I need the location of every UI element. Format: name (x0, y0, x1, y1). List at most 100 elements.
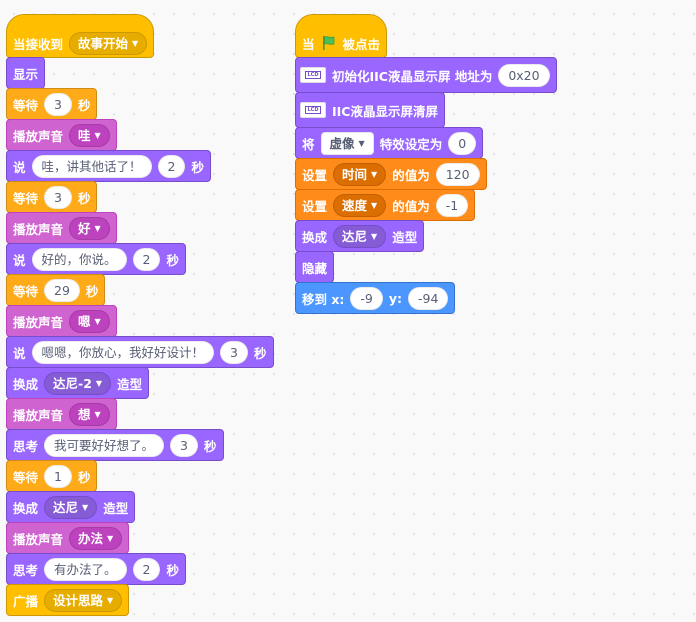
block-label: 将 (302, 136, 315, 152)
wait-block[interactable]: 等待 3 秒 (6, 88, 98, 120)
block-suffix: 秒 (203, 438, 217, 454)
think-for-secs-block[interactable]: 思考 有办法了。 2 秒 (6, 553, 186, 585)
hat-label-clicked: 被点击 (342, 36, 381, 52)
wait-block[interactable]: 等待 3 秒 (6, 181, 98, 213)
effect-value-input[interactable]: 0 (448, 131, 477, 155)
block-suffix: 秒 (77, 469, 91, 485)
dropdown-arrow-icon: ▼ (371, 200, 378, 210)
say-for-secs-block[interactable]: 说 好的，你说。 2 秒 (6, 243, 186, 275)
variable-value-input[interactable]: 120 (435, 162, 480, 186)
block-label: 等待 (13, 97, 39, 113)
block-label: 播放声音 (13, 531, 64, 547)
block-suffix: 造型 (103, 500, 129, 516)
message-input[interactable]: 嗯嗯，你放心，我好好设计！ (31, 340, 215, 364)
block-label: 广播 (13, 593, 39, 609)
block-label: 思考 (13, 438, 39, 454)
seconds-input[interactable]: 2 (132, 247, 161, 271)
block-label: 思考 (13, 562, 39, 578)
address-input[interactable]: 0x20 (498, 63, 550, 87)
block-suffix: 造型 (392, 229, 418, 245)
seconds-input[interactable]: 1 (44, 464, 72, 488)
dropdown-arrow-icon: ▼ (94, 223, 101, 233)
block-label: 等待 (13, 190, 39, 206)
effect-dropdown[interactable]: 虚像▼ (320, 131, 374, 155)
lcd-clear-block[interactable]: IIC液晶显示屏清屏 (295, 92, 445, 128)
set-variable-block[interactable]: 设置 速度▼ 的值为 -1 (295, 189, 476, 221)
sound-dropdown[interactable]: 办法▼ (69, 526, 123, 550)
seconds-input[interactable]: 3 (44, 92, 72, 116)
variable-value-input[interactable]: -1 (435, 193, 469, 217)
message-dropdown[interactable]: 故事开始▼ (69, 31, 148, 55)
wait-block[interactable]: 等待 29 秒 (6, 274, 106, 306)
say-for-secs-block[interactable]: 说 哇，讲其他话了！ 2 秒 (6, 150, 211, 182)
block-suffix: 秒 (85, 283, 99, 299)
dropdown-arrow-icon: ▼ (371, 169, 378, 179)
switch-costume-block[interactable]: 换成 达尼-2▼ 造型 (6, 367, 150, 399)
block-label-2: 特效设定为 (379, 136, 443, 152)
block-label-2: 的值为 (392, 198, 430, 214)
block-suffix: 秒 (166, 252, 179, 268)
set-effect-block[interactable]: 将 虚像▼ 特效设定为 0 (295, 127, 484, 159)
dropdown-arrow-icon: ▼ (95, 378, 103, 388)
block-label: 播放声音 (13, 314, 64, 330)
when-i-receive-hat-block[interactable]: 当接收到 故事开始▼ (6, 14, 155, 58)
x-input[interactable]: -9 (350, 286, 383, 310)
seconds-input[interactable]: 3 (170, 433, 198, 457)
hat-label: 当接收到 (13, 36, 64, 52)
seconds-input[interactable]: 2 (132, 557, 161, 581)
think-for-secs-block[interactable]: 思考 我可要好好想了。 3 秒 (6, 429, 224, 461)
block-suffix: 秒 (253, 345, 267, 361)
sound-dropdown[interactable]: 哇▼ (69, 123, 110, 147)
block-label: 设置 (302, 167, 328, 183)
go-to-xy-block[interactable]: 移到 x: -9 y: -94 (295, 282, 456, 314)
broadcast-dropdown[interactable]: 设计思路▼ (44, 588, 123, 612)
message-input[interactable]: 有办法了。 (44, 557, 127, 581)
sound-dropdown[interactable]: 想▼ (69, 402, 110, 426)
block-suffix: 秒 (191, 159, 204, 175)
broadcast-block[interactable]: 广播 设计思路▼ (6, 584, 130, 616)
play-sound-block[interactable]: 播放声音 想▼ (6, 398, 117, 430)
block-label: 显示 (13, 66, 39, 82)
dropdown-arrow-icon: ▼ (94, 316, 101, 326)
play-sound-block[interactable]: 播放声音 办法▼ (6, 522, 130, 554)
dropdown-arrow-icon: ▼ (371, 231, 378, 241)
seconds-input[interactable]: 2 (157, 154, 186, 178)
seconds-input[interactable]: 29 (44, 278, 80, 302)
block-suffix: 秒 (77, 190, 91, 206)
dropdown-arrow-icon: ▼ (94, 409, 101, 419)
green-flag-icon (322, 36, 334, 50)
block-label: 换成 (13, 500, 39, 516)
sound-dropdown[interactable]: 嗯▼ (69, 309, 110, 333)
wait-block[interactable]: 等待 1 秒 (6, 460, 98, 492)
seconds-input[interactable]: 3 (44, 185, 72, 209)
switch-costume-block[interactable]: 换成 达尼▼ 造型 (6, 491, 136, 523)
hide-block[interactable]: 隐藏 (295, 251, 335, 283)
sound-dropdown[interactable]: 好▼ (69, 216, 110, 240)
play-sound-block[interactable]: 播放声音 哇▼ (6, 119, 117, 151)
lcd-display-icon (300, 102, 326, 118)
block-suffix: 秒 (166, 562, 179, 578)
hat-label: 当 (302, 36, 315, 52)
set-variable-block[interactable]: 设置 时间▼ 的值为 120 (295, 158, 487, 190)
costume-dropdown[interactable]: 达尼▼ (333, 224, 387, 248)
switch-costume-block[interactable]: 换成 达尼▼ 造型 (295, 220, 425, 252)
costume-dropdown[interactable]: 达尼▼ (44, 495, 98, 519)
lcd-init-block[interactable]: 初始化IIC液晶显示屏 地址为 0x20 (295, 57, 557, 93)
y-input[interactable]: -94 (408, 286, 449, 310)
dropdown-arrow-icon: ▼ (107, 595, 114, 605)
play-sound-block[interactable]: 播放声音 好▼ (6, 212, 117, 244)
play-sound-block[interactable]: 播放声音 嗯▼ (6, 305, 117, 337)
say-for-secs-block[interactable]: 说 嗯嗯，你放心，我好好设计！ 3 秒 (6, 336, 274, 368)
block-label: 播放声音 (13, 221, 64, 237)
show-block[interactable]: 显示 (6, 57, 46, 89)
costume-dropdown[interactable]: 达尼-2▼ (44, 371, 112, 395)
message-input[interactable]: 哇，讲其他话了！ (31, 154, 152, 178)
variable-dropdown[interactable]: 速度▼ (333, 193, 387, 217)
seconds-input[interactable]: 3 (220, 340, 248, 364)
block-label: 移到 x: (302, 291, 345, 307)
message-input[interactable]: 我可要好好想了。 (44, 433, 165, 457)
block-label: 等待 (13, 283, 39, 299)
variable-dropdown[interactable]: 时间▼ (333, 162, 387, 186)
message-input[interactable]: 好的，你说。 (31, 247, 127, 271)
when-flag-clicked-hat-block[interactable]: 当 被点击 (295, 14, 388, 58)
